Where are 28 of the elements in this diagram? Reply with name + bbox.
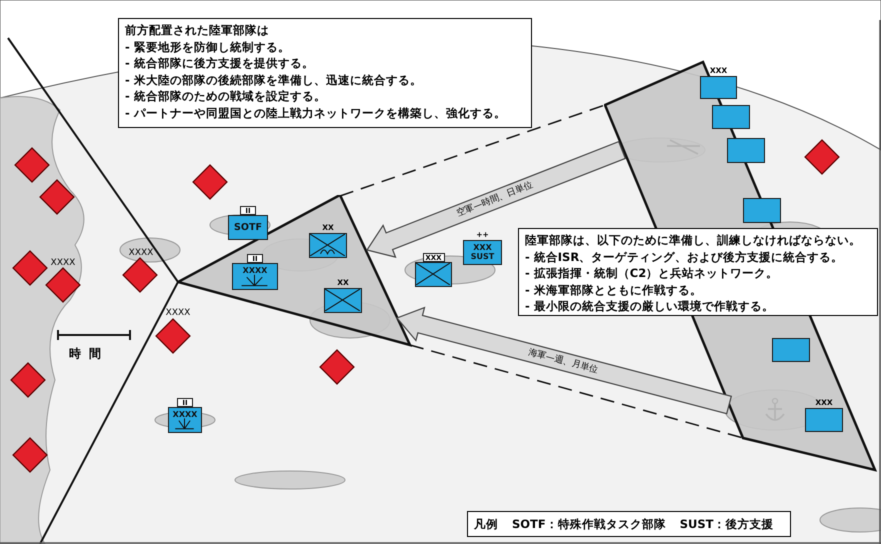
text-box: [518, 228, 878, 316]
note-heading: 陸軍部隊は、以下のために準備し、訓練しなければならない。: [525, 232, 862, 248]
key-entry: SOTF：特殊作戦タスク部隊: [512, 516, 666, 532]
echelon-mark: XXXX: [166, 308, 190, 318]
bullet-item: - 米海軍部隊とともに作戦する。: [525, 282, 703, 298]
unit-label: XXX: [472, 243, 493, 252]
bullet-item: - 最小限の統合支援の厳しい環境で作戦する。: [525, 298, 775, 314]
dashed-line: [340, 104, 606, 197]
bullet-item: - 拡張指揮・統制（C2）と兵站ネットワーク。: [525, 265, 780, 282]
bullet-item: - 米大陸の部隊の後続部隊を準備し、迅速に統合する。: [125, 72, 423, 88]
text-box: [118, 18, 532, 128]
bullet-item: - 緊要地形を防御し統制する。: [125, 38, 291, 55]
unit-label: XXXX: [172, 410, 198, 419]
bullet-item: - 統合ISR、ターゲティング、および後方支援に統合する。: [525, 248, 844, 265]
key-entry: SUST：後方支援: [680, 516, 774, 532]
bullet-item: - 統合部隊のための戦域を設定する。: [125, 88, 327, 104]
key-heading: 凡例: [474, 516, 498, 532]
unit-label: SUST: [470, 252, 496, 261]
echelon-mark: XXXX: [128, 248, 154, 258]
echelon-mark: XXXX: [50, 258, 76, 268]
unit-label: SOTF: [233, 223, 263, 232]
scale-label: 時間: [68, 346, 109, 362]
block-arrow: [396, 306, 732, 414]
note-heading: 前方配置された陸軍部隊は: [125, 22, 270, 38]
unit-label: XXXX: [242, 266, 268, 275]
bullet-item: - 統合部隊に後方支援を提供する。: [125, 55, 315, 72]
bullet-item: - パートナーや同盟国との陸上戦力ネットワークを構築し、強化する。: [125, 104, 507, 121]
dashed-line: [410, 344, 744, 439]
